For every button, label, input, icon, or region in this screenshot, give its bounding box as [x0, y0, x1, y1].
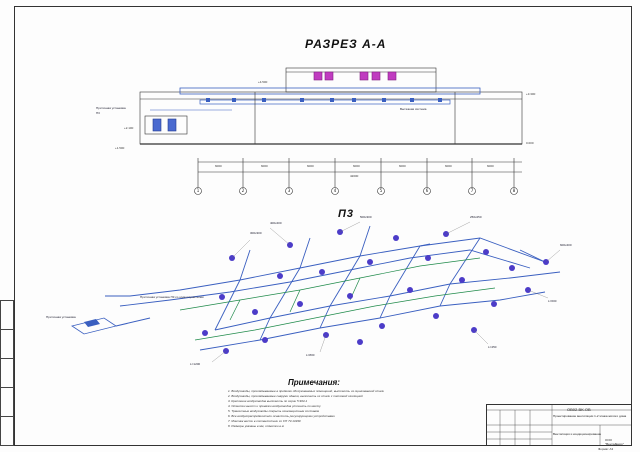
plan-unit-label: Приточная установка [46, 315, 76, 319]
stamp-grid [486, 404, 632, 446]
notes-title: Примечания: [288, 378, 340, 387]
plan-unit-label: Приточная установка П3 со шумоглушителем [140, 295, 204, 299]
plan-exhaust-network [179, 257, 496, 341]
section-callout: Вытяжная система [400, 107, 427, 111]
note-item: 6. Все воздухораспределители оснастить р… [228, 414, 335, 418]
sheet-format: Формат A3 [598, 447, 614, 451]
total-dimension: 42000 [350, 174, 359, 178]
duct-tag: L=1200 [190, 362, 201, 366]
span-dim: 6000 [353, 164, 360, 168]
span-dim: 6000 [487, 164, 494, 168]
elevation-label: +4.500 [258, 80, 268, 84]
duct-tag: L=800 [306, 353, 315, 357]
axis-label: 3 [287, 188, 291, 193]
sheet-description-2: Вентиляция и кондиционирование [553, 432, 602, 436]
note-item: 1. Воздуховоды, прокладываемые в предела… [228, 389, 385, 393]
note-item: 2. Воздуховоды, прокладываемые снаружи з… [228, 394, 363, 398]
elevation-label: 0.000 [526, 141, 534, 145]
section-callout: Приточная установка [96, 106, 126, 110]
elevation-label: +1.500 [115, 146, 125, 150]
axis-bubbles [194, 187, 518, 195]
axis-label: 7 [470, 188, 474, 193]
plan-duct-network [105, 225, 561, 351]
span-dim: 6000 [215, 164, 222, 168]
drawing-frame [14, 6, 632, 446]
left-stamp-strip [0, 300, 14, 446]
duct-tag: L=450 [488, 345, 497, 349]
plan-diffusers [202, 229, 549, 354]
note-item: 3. Крепление воздуховодов выполнить по с… [228, 399, 308, 403]
note-item: 5. Транзитные воздуховоды покрыть огнеза… [228, 409, 320, 413]
axis-label: 6 [425, 188, 429, 193]
sheet-description: Проектирование вентиляции 1-2 этажа жило… [553, 414, 627, 418]
duct-tag: 400х400 [270, 221, 282, 225]
note-item: 8. Размеры указаны в мм, отметки в м [228, 424, 284, 428]
note-item: 7. Монтаж вести в соответствии со СП 73.… [228, 419, 301, 423]
span-dim: 6000 [307, 164, 314, 168]
duct-tag: 250х250 [470, 215, 482, 219]
axis-label: 8 [512, 188, 516, 193]
note-item: 4. Отметки высот и привязки воздуховодов… [228, 404, 321, 408]
section-callout: П3 [96, 111, 100, 115]
duct-tag: 500х300 [360, 215, 372, 219]
axis-label: 1 [196, 188, 200, 193]
duct-tag: L=600 [548, 299, 557, 303]
span-dim: 6000 [445, 164, 452, 168]
organization-name: ООО "ВентиДекор" [605, 438, 624, 446]
title-block: ОВ02-ВК-ОВ Проектирование вентиляции 1-2… [486, 404, 632, 446]
axis-label: 2 [241, 188, 245, 193]
section-title: РАЗРЕЗ А-А [305, 37, 387, 51]
span-dim: 6000 [399, 164, 406, 168]
span-dim: 6000 [261, 164, 268, 168]
sheet-code: ОВ02-ВК-ОВ [567, 407, 591, 412]
plan-title: П3 [338, 208, 355, 220]
section-diffusers [206, 98, 442, 102]
axis-label: 4 [333, 188, 337, 193]
elevation-label: +3.300 [526, 92, 536, 96]
axis-label: 5 [379, 188, 383, 193]
elevation-label: +2.100 [124, 126, 134, 130]
notes-block: Примечания: 1. Воздуховоды, прокладываем… [228, 378, 473, 429]
plan-supply-unit [71, 317, 151, 335]
section-drawing [139, 67, 523, 188]
plan-leaders [211, 221, 561, 363]
duct-tag: 600х400 [560, 243, 572, 247]
duct-tag: 300х300 [250, 231, 262, 235]
